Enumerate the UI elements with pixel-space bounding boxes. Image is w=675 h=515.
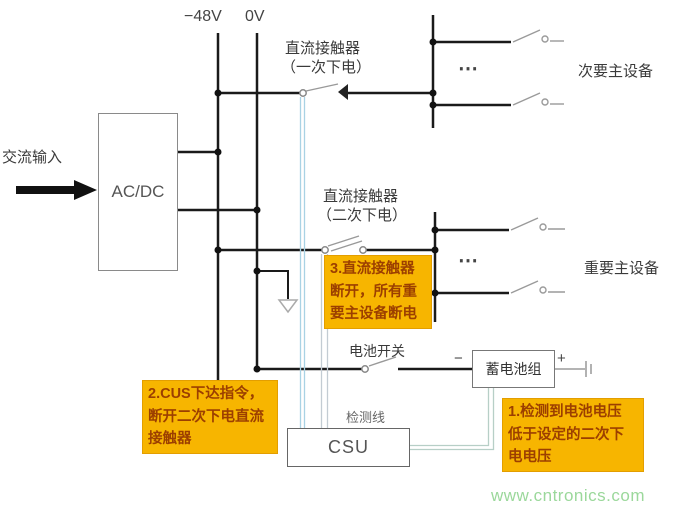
ac-input-label: 交流输入 [2, 149, 63, 166]
battery-sense-line [410, 388, 495, 451]
zero-bus-label: 0V [245, 8, 265, 25]
watermark-text: www.cntronics.com [491, 486, 645, 505]
battery-switch-icon [368, 356, 397, 367]
sense-line-label: 检测线 [346, 410, 386, 425]
minor-loads-bus-wire [431, 15, 511, 128]
callout-step2-line2: 断开二次下电直流 [148, 408, 264, 425]
callout-step1-line1: 1.检测到电池电压 [508, 404, 622, 420]
major-load-breaker-icon [510, 280, 565, 294]
battery-plus-label: + [557, 350, 566, 367]
primary-contactor-subtitle: （一次下电） [281, 59, 372, 76]
callout-step1: 1.检测到电池电压 低于设定的二次下 电电压 [502, 398, 644, 472]
primary-contactor-icon [305, 83, 339, 92]
callout-step3-line3: 要主设备断电 [330, 306, 417, 322]
acdc-box: AC/DC [98, 113, 178, 271]
primary-contactor-title: 直流接触器 [285, 40, 361, 57]
battery-minus-label: − [454, 350, 463, 367]
battery-pack-box: 蓄电池组 [472, 350, 555, 388]
primary-contactor-arrow-icon [338, 84, 348, 100]
minor-loads-ellipsis: ⋯ [458, 58, 478, 80]
secondary-contactor-title: 直流接触器 [323, 188, 399, 205]
csu-label: CSU [327, 437, 369, 457]
callout-step3-line1: 3.直流接触器 [330, 261, 415, 277]
ground-icon [277, 299, 299, 314]
callout-step1-line3: 电电压 [508, 449, 552, 465]
major-load-breaker-icon [510, 217, 565, 231]
callout-step3-line2: 断开，所有重 [330, 283, 417, 300]
major-loads-ellipsis: ⋯ [458, 250, 478, 272]
minor-load-breaker-icon [512, 29, 564, 43]
callout-step2: 2.CUS下达指令， 断开二次下电直流 接触器 [142, 380, 278, 454]
acdc-label: AC/DC [111, 182, 165, 201]
acdc-output-wires [178, 150, 257, 212]
callout-step2-line1: 2.CUS下达指令， [148, 386, 264, 402]
ground-tap-wire [257, 270, 289, 299]
neg-bus-label: −48V [184, 8, 222, 25]
secondary-contactor-subtitle: （二次下电） [317, 207, 408, 224]
contact-pivot-icons [299, 89, 369, 373]
battery-pack-label: 蓄电池组 [485, 361, 542, 377]
primary-contactor-control-line [299, 97, 306, 428]
secondary-contactor-icon [327, 235, 363, 252]
battery-terminal-icon [555, 361, 592, 377]
battery-switch-label: 电池开关 [349, 343, 405, 359]
junction-dots [214, 38, 439, 373]
csu-box: CSU [287, 428, 410, 467]
ac-input-arrow-icon [16, 180, 97, 200]
major-loads-label: 重要主设备 [584, 260, 660, 277]
minor-load-breaker-icon [512, 92, 564, 106]
callout-step2-line3: 接触器 [148, 431, 192, 447]
callout-step1-line2: 低于设定的二次下 [508, 426, 624, 443]
callout-step3: 3.直流接触器 断开，所有重 要主设备断电 [324, 255, 432, 329]
minor-loads-label: 次要主设备 [578, 63, 654, 80]
